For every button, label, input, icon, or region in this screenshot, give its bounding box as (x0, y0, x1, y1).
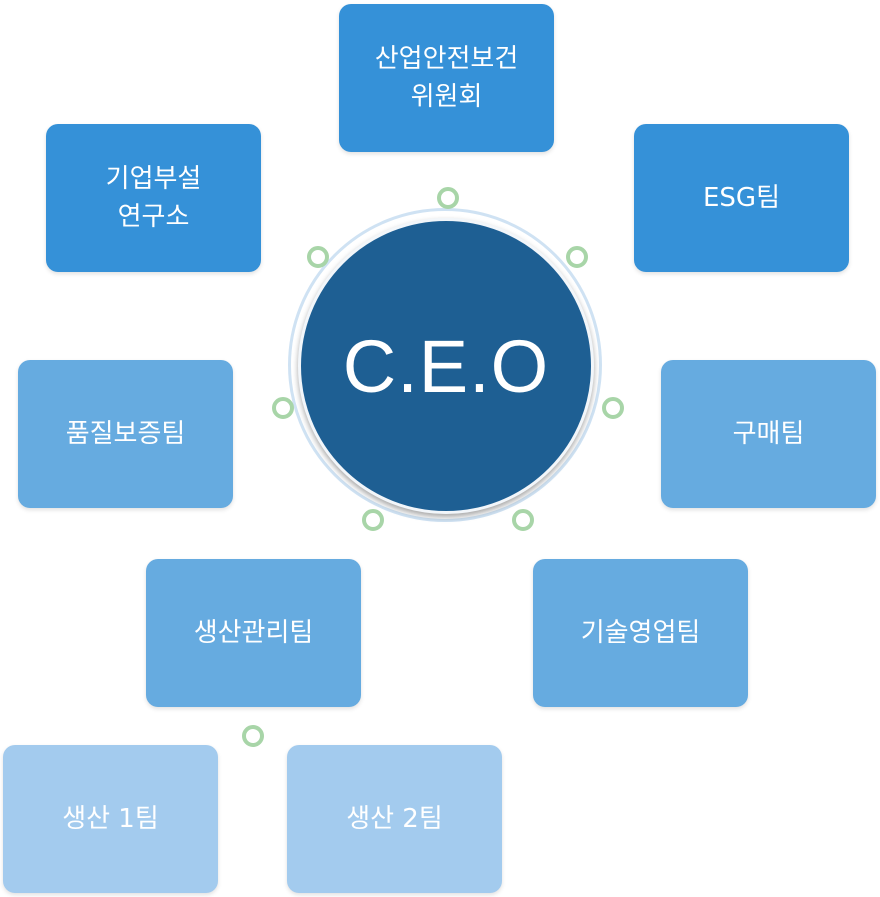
connector-dot-lower-left (362, 509, 384, 531)
dept-production-management-team[interactable]: 생산관리팀 (146, 559, 361, 707)
connector-dot-upper-left (307, 246, 329, 268)
dept-quality-assurance-team[interactable]: 품질보증팀 (18, 360, 233, 508)
ceo-outer-ring (288, 208, 602, 522)
dept-technical-sales-team[interactable]: 기술영업팀 (533, 559, 748, 707)
dept-quality-label: 품질보증팀 (65, 419, 186, 449)
dept-safety-line2: 위원회 (410, 82, 483, 112)
ceo-label: C.E.O (342, 324, 550, 408)
dept-safety-committee[interactable]: 산업안전보건 위원회 (339, 4, 554, 152)
connector-dot-left (272, 397, 294, 419)
dept-purchasing-team[interactable]: 구매팀 (661, 360, 876, 508)
dept-research-lab[interactable]: 기업부설 연구소 (46, 124, 261, 272)
dept-purchase-label: 구매팀 (732, 419, 805, 449)
dept-esg-label: ESG팀 (703, 183, 780, 213)
connector-dot-upper-right (566, 246, 588, 268)
dept-techsales-label: 기술영업팀 (580, 618, 701, 648)
dept-esg-team[interactable]: ESG팀 (634, 124, 849, 272)
connector-dot-right (602, 397, 624, 419)
dept-production-team-1[interactable]: 생산 1팀 (3, 745, 218, 893)
dept-prod1-label: 생산 1팀 (62, 804, 159, 834)
dept-prodmgmt-label: 생산관리팀 (193, 618, 314, 648)
dept-safety-line1: 산업안전보건 (374, 44, 519, 74)
dept-prod2-label: 생산 2팀 (346, 804, 443, 834)
connector-dot-lower-right (512, 509, 534, 531)
dept-rnd-line1: 기업부설 (105, 164, 202, 194)
dept-production-team-2[interactable]: 생산 2팀 (287, 745, 502, 893)
ceo-node[interactable]: C.E.O (298, 218, 594, 514)
connector-dot-production (242, 725, 264, 747)
connector-dot-top (437, 187, 459, 209)
dept-rnd-line2: 연구소 (117, 202, 190, 232)
